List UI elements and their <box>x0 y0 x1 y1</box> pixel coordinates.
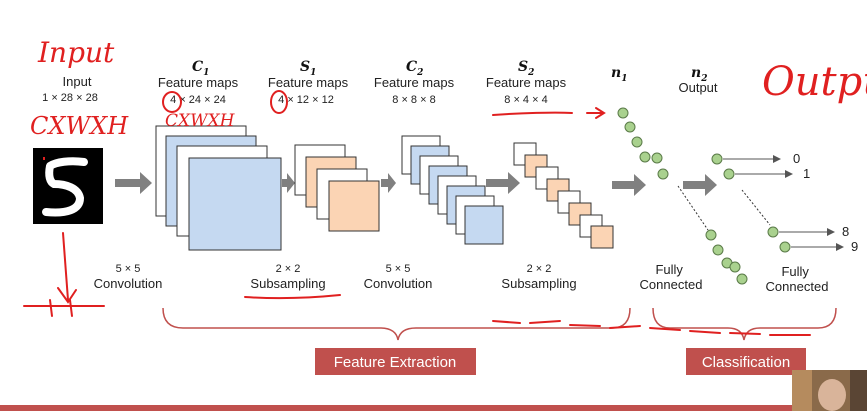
output-label-1: 1 <box>803 166 810 181</box>
down-arrow-annotation <box>57 232 77 304</box>
c2-feature-maps <box>401 135 504 245</box>
handwritten-annotations: Input CXWXH CXWXH Output <box>23 36 867 336</box>
op3-size: 5 × 5 <box>386 263 411 275</box>
stage-arrows <box>115 172 717 196</box>
n2-symbol: n2 <box>691 65 707 84</box>
c1-dims: 4 × 24 × 24 <box>170 94 226 106</box>
presenter-webcam <box>792 370 867 411</box>
op4-name: Subsampling <box>501 276 576 291</box>
circle-c1-channels <box>162 91 182 113</box>
n1-symbol: n1 <box>611 65 627 84</box>
output-label-9: 9 <box>851 239 858 254</box>
feature-extraction-label: Feature Extraction <box>334 354 457 371</box>
hand-cwh-text-2: CXWXH <box>165 111 236 131</box>
hand-input-text: Input <box>37 36 115 69</box>
c2-dims: 8 × 8 × 8 <box>392 94 435 106</box>
s1-symbol: S1 <box>300 59 316 78</box>
hand-output-text: Output <box>762 59 867 105</box>
op5-name: Fully Connected <box>640 262 703 292</box>
op6-name: Fully Connected <box>766 264 829 294</box>
underline-s2-dims <box>492 111 573 116</box>
n2-caption: Output <box>678 80 717 95</box>
c1-caption: Feature maps <box>158 75 239 90</box>
input-dims: 1 × 28 × 28 <box>42 92 98 104</box>
n1-ellipsis <box>677 185 709 231</box>
feature-extraction-label-box: Feature Extraction <box>315 348 476 375</box>
n2-nodes <box>711 153 791 253</box>
s1-dims: 4 × 12 × 12 <box>278 94 334 106</box>
s2-symbol: S2 <box>518 59 534 78</box>
classification-label: Classification <box>702 354 790 371</box>
classification-label-box: Classification <box>686 348 806 375</box>
feature-extraction-brace <box>162 307 631 341</box>
s2-dims: 8 × 4 × 4 <box>504 94 547 106</box>
input-title: Input <box>63 74 92 89</box>
op2-name: Subsampling <box>250 276 325 291</box>
baseline-annotation <box>23 299 105 317</box>
op3-name: Convolution <box>364 276 433 291</box>
footer-bar <box>0 405 867 411</box>
output-label-8: 8 <box>842 224 849 239</box>
n2-ellipsis <box>741 189 771 226</box>
op5-name-line-2: Connected <box>640 277 703 292</box>
s2-caption: Feature maps <box>486 75 567 90</box>
op1-name: Convolution <box>94 276 163 291</box>
op2-size: 2 × 2 <box>276 263 301 275</box>
c2-caption: Feature maps <box>374 75 455 90</box>
op6-name-line-2: Connected <box>766 279 829 294</box>
op4-size: 2 × 2 <box>527 263 552 275</box>
op5-name-line: Fully <box>655 262 683 277</box>
op6-name-line: Fully <box>781 264 809 279</box>
c1-symbol: C1 <box>192 59 209 78</box>
dashed-stroke-annotation <box>492 320 811 336</box>
s1-caption: Feature maps <box>268 75 349 90</box>
c2-symbol: C2 <box>406 59 423 78</box>
output-label-0: 0 <box>793 151 800 166</box>
underline-subsampling <box>244 294 341 300</box>
op1-size: 5 × 5 <box>116 263 141 275</box>
arrow-to-n1 <box>586 107 606 119</box>
s1-feature-maps <box>294 144 380 232</box>
n1-nodes <box>617 107 748 285</box>
s2-feature-maps <box>513 142 614 249</box>
classification-brace <box>652 307 837 341</box>
hand-cwh-text: CXWXH <box>30 112 129 140</box>
input-digit-image <box>33 148 103 224</box>
c1-feature-maps <box>155 125 282 251</box>
circle-s1-channels <box>270 90 288 114</box>
output-arrows <box>723 155 844 251</box>
